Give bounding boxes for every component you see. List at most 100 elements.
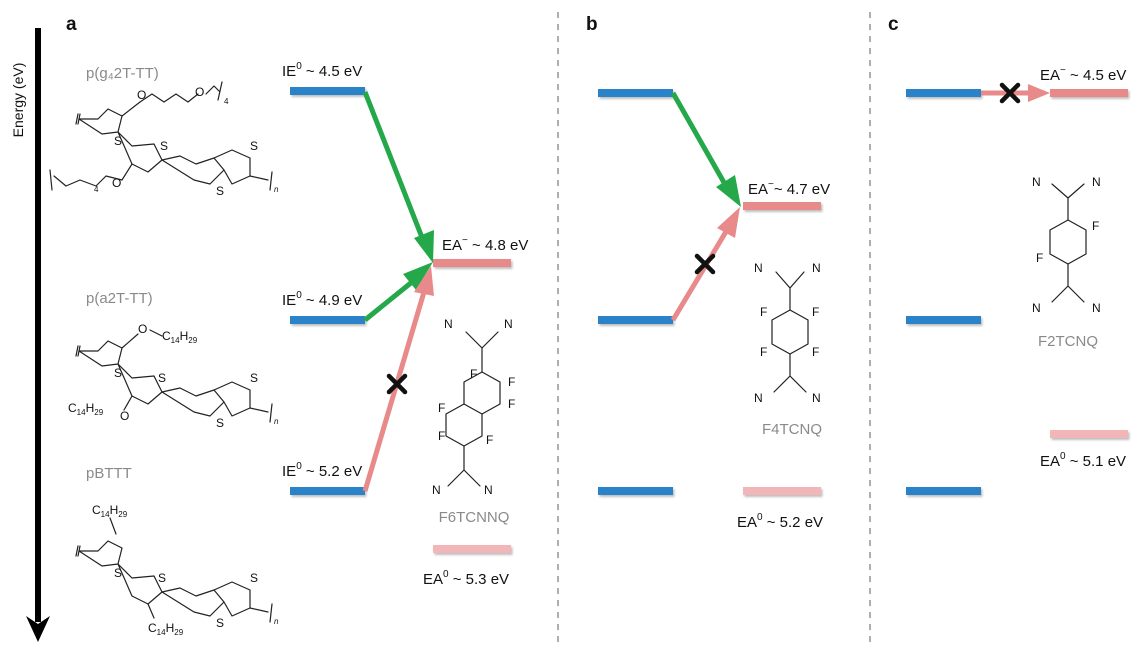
structure-p3: C14H29 S S C14H29 S S n xyxy=(75,503,279,637)
svg-text:S: S xyxy=(114,566,122,580)
energy-levels xyxy=(290,87,1128,553)
structure-p2: O C14H29 S S O C14H29 S S n xyxy=(68,322,279,430)
svg-text:F: F xyxy=(438,401,445,415)
svg-text:C14H29: C14H29 xyxy=(92,503,128,519)
svg-text:S: S xyxy=(216,416,224,430)
polymer-name-p3: pBTTT xyxy=(86,465,132,482)
level-c-blue1 xyxy=(906,89,981,97)
level-b-ea0 xyxy=(743,487,821,495)
label-b-ea-minus: EA−~ 4.7 eV xyxy=(748,179,830,198)
arrow-b-green xyxy=(670,91,729,188)
svg-text:N: N xyxy=(1032,175,1041,189)
svg-text:S: S xyxy=(114,134,122,148)
label-b-ea0: EA0 ~ 5.2 eV xyxy=(737,512,823,531)
transfer-arrows xyxy=(362,84,1050,492)
energy-axis: Energy (eV) xyxy=(10,28,50,642)
dopant-name-f4tcnq: F4TCNQ xyxy=(762,421,822,438)
svg-text:N: N xyxy=(1092,175,1101,189)
svg-text:C14H29: C14H29 xyxy=(162,329,198,345)
svg-text:C14H29: C14H29 xyxy=(148,621,184,637)
arrow-a-pink xyxy=(362,291,427,492)
dopant-name-f6tcnnq: F6TCNNQ xyxy=(439,509,510,526)
svg-text:4: 4 xyxy=(224,97,229,106)
structure-f4tcnq: N N F F F F N N xyxy=(754,261,821,405)
level-c-blue3 xyxy=(906,487,981,495)
svg-text:S: S xyxy=(216,184,224,198)
arrow-a-green2 xyxy=(363,280,414,322)
panel-label-b: b xyxy=(586,14,598,35)
svg-text:N: N xyxy=(504,317,513,331)
svg-text:S: S xyxy=(250,571,258,585)
level-b-blue2 xyxy=(598,316,673,324)
svg-text:S: S xyxy=(216,616,224,630)
svg-text:n: n xyxy=(274,617,279,626)
panel-label-c: c xyxy=(888,14,899,35)
svg-text:C14H29: C14H29 xyxy=(68,401,104,417)
level-b-blue1 xyxy=(598,89,673,97)
polymer-name-p2: p(a2T-TT) xyxy=(86,290,153,307)
svg-text:O: O xyxy=(195,85,204,99)
svg-text:N: N xyxy=(432,483,441,497)
cross-a-icon xyxy=(386,373,408,395)
svg-text:N: N xyxy=(444,317,453,331)
svg-text:O: O xyxy=(120,409,129,423)
svg-text:O: O xyxy=(112,176,121,190)
dopant-name-f2tcnq: F2TCNQ xyxy=(1038,333,1098,350)
polymer-name-p1: p(g₄2T-TT) xyxy=(86,65,159,82)
label-a-ie3: IE0 ~ 5.2 eV xyxy=(282,461,362,480)
svg-text:N: N xyxy=(812,391,821,405)
structure-f6tcnnq: N N F F F F F F N N xyxy=(432,317,515,497)
svg-text:N: N xyxy=(812,261,821,275)
svg-text:O: O xyxy=(138,322,147,336)
label-a-ie1: IE0 ~ 4.5 eV xyxy=(282,61,362,80)
arrow-a-green1 xyxy=(362,91,426,241)
svg-text:S: S xyxy=(158,571,166,585)
energy-axis-label: Energy (eV) xyxy=(10,63,26,138)
label-c-ea-minus: EA− ~ 4.5 eV xyxy=(1040,65,1126,84)
svg-text:S: S xyxy=(114,366,122,380)
level-a-ie2 xyxy=(290,316,365,324)
svg-text:n: n xyxy=(274,417,279,426)
svg-text:F: F xyxy=(760,345,767,359)
level-c-ea0 xyxy=(1050,430,1128,438)
svg-text:F: F xyxy=(486,433,493,447)
svg-text:S: S xyxy=(160,139,168,153)
label-a-ea-minus: EA− ~ 4.8 eV xyxy=(442,235,528,254)
level-c-blue2 xyxy=(906,316,981,324)
cross-b-icon xyxy=(694,253,716,275)
svg-text:F: F xyxy=(812,345,819,359)
svg-text:N: N xyxy=(1032,301,1041,315)
label-a-ea0: EA0 ~ 5.3 eV xyxy=(423,569,509,588)
svg-text:N: N xyxy=(754,261,763,275)
level-b-blue3 xyxy=(598,487,673,495)
level-a-ea-minus xyxy=(433,259,511,267)
svg-text:F: F xyxy=(1036,251,1043,265)
svg-text:S: S xyxy=(250,139,258,153)
structure-f2tcnq: N N F F N N xyxy=(1032,175,1101,315)
level-a-ea0 xyxy=(433,545,511,553)
level-c-ea-minus xyxy=(1050,89,1128,97)
svg-text:F: F xyxy=(508,375,515,389)
arrow-b-pink xyxy=(670,228,730,322)
svg-text:S: S xyxy=(250,371,258,385)
svg-text:N: N xyxy=(754,391,763,405)
level-a-ie1 xyxy=(290,87,365,95)
label-a-ie2: IE0 ~ 4.9 eV xyxy=(282,290,362,309)
svg-text:F: F xyxy=(760,305,767,319)
structure-p1: O O 4 S S O 4 S S n xyxy=(49,81,279,198)
level-b-ea-minus xyxy=(743,202,821,210)
label-c-ea0: EA0 ~ 5.1 eV xyxy=(1040,451,1126,470)
svg-text:O: O xyxy=(137,88,146,102)
svg-text:n: n xyxy=(274,185,279,194)
panel-label-a: a xyxy=(66,14,77,35)
svg-text:S: S xyxy=(158,371,166,385)
svg-text:4: 4 xyxy=(94,185,99,194)
svg-text:F: F xyxy=(508,397,515,411)
svg-text:F: F xyxy=(812,305,819,319)
svg-text:N: N xyxy=(484,483,493,497)
svg-text:N: N xyxy=(1092,301,1101,315)
cross-c-icon xyxy=(999,82,1021,104)
level-a-ie3 xyxy=(290,487,365,495)
svg-text:F: F xyxy=(438,429,445,443)
